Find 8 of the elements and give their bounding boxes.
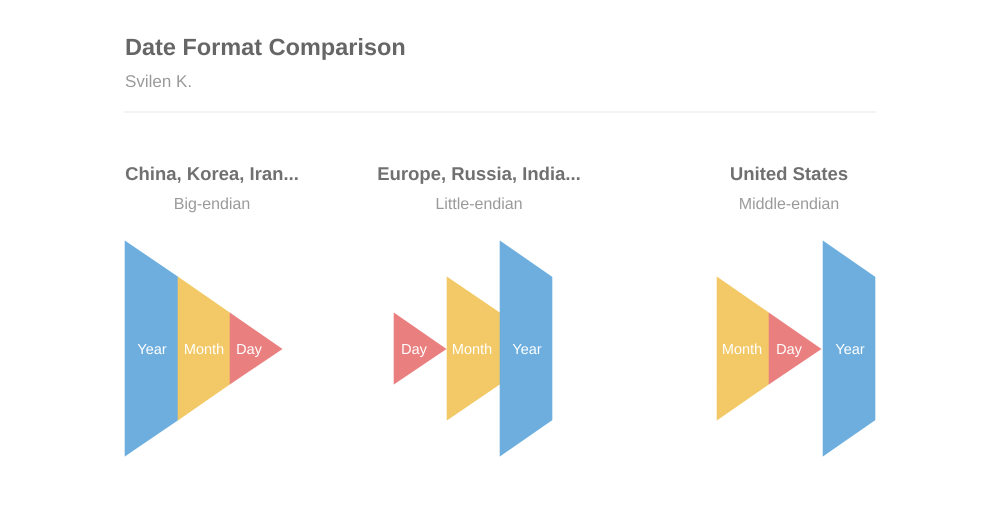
group-heading: China, Korea, Iran...: [126, 166, 298, 183]
group-subheading: Little-endian: [436, 197, 522, 210]
group-subheading: Big-endian: [175, 197, 250, 212]
title: Date Format Comparison: [126, 38, 404, 60]
author-name: Svilen K.: [126, 74, 191, 88]
group-heading: Europe, Russia, India...: [378, 166, 580, 184]
group-subheading: Middle-endian: [740, 197, 838, 210]
group-heading: United States: [731, 166, 848, 180]
